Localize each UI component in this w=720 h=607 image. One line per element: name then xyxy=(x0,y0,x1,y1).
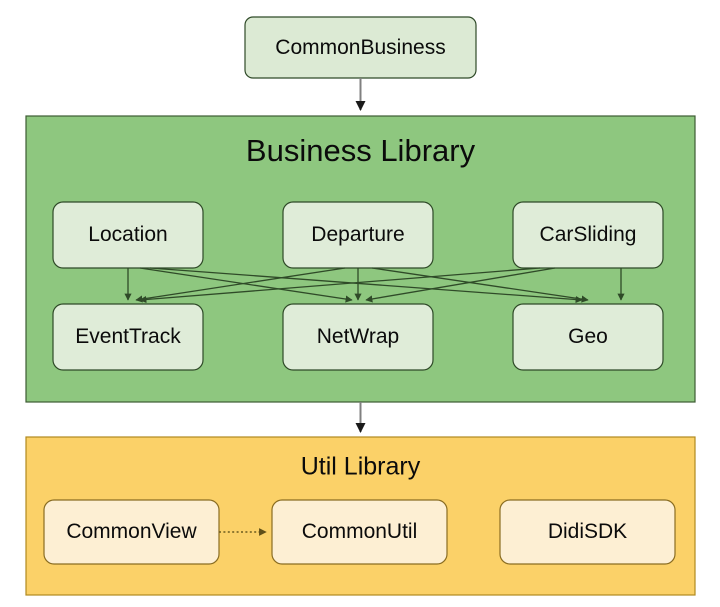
node-commonutil-label: CommonUtil xyxy=(302,520,418,543)
edge-departure-eventtrack xyxy=(135,267,346,303)
node-commonbusiness[interactable]: CommonBusiness xyxy=(244,16,477,79)
node-geo-label: Geo xyxy=(568,325,608,348)
node-geo-rect[interactable] xyxy=(512,303,664,371)
node-netwrap-rect[interactable] xyxy=(282,303,434,371)
node-carsliding-rect[interactable] xyxy=(512,201,664,269)
node-eventtrack[interactable]: EventTrack xyxy=(52,303,204,371)
group-business-library: Business Library Location Departure CarS… xyxy=(25,115,696,403)
node-eventtrack-rect[interactable] xyxy=(52,303,204,371)
node-eventtrack-label: EventTrack xyxy=(75,325,181,348)
node-commonview-label: CommonView xyxy=(66,520,197,543)
node-commonview[interactable]: CommonView xyxy=(43,499,220,565)
node-commonbusiness-label: CommonBusiness xyxy=(275,36,445,59)
node-location[interactable]: Location xyxy=(52,201,204,269)
edge-carsliding-eventtrack xyxy=(139,267,541,304)
node-departure-label: Departure xyxy=(311,223,404,246)
node-carsliding-label: CarSliding xyxy=(540,223,637,246)
node-geo[interactable]: Geo xyxy=(512,303,664,371)
node-carsliding[interactable]: CarSliding xyxy=(512,201,664,269)
node-location-label: Location xyxy=(88,223,167,246)
node-netwrap[interactable]: NetWrap xyxy=(282,303,434,371)
node-didisdk[interactable]: DidiSDK xyxy=(499,499,676,565)
group-business-library-title: Business Library xyxy=(246,133,476,168)
edge-location-geo xyxy=(149,267,583,304)
group-util-library: Util Library CommonView CommonUtil DidiS… xyxy=(25,436,696,596)
node-commonutil[interactable]: CommonUtil xyxy=(271,499,448,565)
node-departure[interactable]: Departure xyxy=(282,201,434,269)
node-commonutil-rect[interactable] xyxy=(271,499,448,565)
edge-carsliding-netwrap xyxy=(365,267,556,303)
node-netwrap-label: NetWrap xyxy=(317,325,399,348)
group-util-library-title: Util Library xyxy=(301,453,421,481)
node-didisdk-label: DidiSDK xyxy=(548,520,627,543)
node-didisdk-rect[interactable] xyxy=(499,499,676,565)
edge-departure-geo xyxy=(371,267,589,303)
edge-location-netwrap xyxy=(139,267,353,303)
